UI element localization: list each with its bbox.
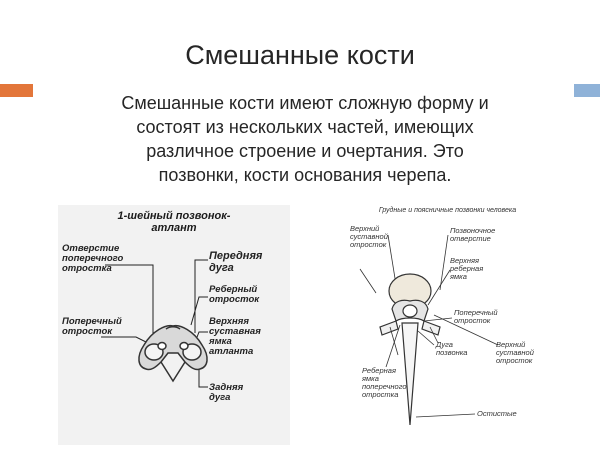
accent-bar-right <box>574 84 600 97</box>
label-vertebral-foramen: Позвоночное отверстие <box>450 226 496 243</box>
label-transverse-process-right: Поперечный отросток <box>454 308 498 325</box>
accent-bar-left <box>0 84 33 97</box>
atlas-vertebra-drawing <box>101 259 208 388</box>
label-transverse-costal-fossa: Реберная ямка поперечного отростка <box>362 366 407 399</box>
body-line: Смешанные кости имеют сложную форму и <box>121 93 489 113</box>
body-line: позвонки, кости основания черепа. <box>158 165 452 185</box>
slide-title: Смешанные кости <box>185 40 415 70</box>
atlas-figure-caption: 1-шейный позвонок- атлант <box>117 210 231 234</box>
label-superior-costal-fossa: Верхняя реберная ямка <box>450 256 484 281</box>
atlas-vertebra-figure: 1-шейный позвонок- атлант Отверстие попе… <box>58 205 290 445</box>
label-superior-articular-process: Верхний суставной отросток <box>350 224 388 249</box>
body-line: различное строение и очертания. Это <box>146 141 464 161</box>
label-superior-articular-fossa: Верхняя суставная ямка атланта <box>209 316 261 357</box>
label-vertebral-arch: Дуга позвонка <box>436 340 468 357</box>
label-superior-articular-process-2: Верхний суставной отросток <box>496 340 534 365</box>
label-transverse-foramen: Отверстие поперечного отростка <box>62 243 124 274</box>
thoracic-figure-caption: Грудные и поясничные позвонки человека <box>378 207 517 214</box>
slide-body-text: Смешанные кости имеют сложную форму и со… <box>60 91 550 187</box>
label-posterior-arch: Задняя дуга <box>209 382 244 403</box>
thoracic-vertebra-figure: Грудные и поясничные позвонки человека В… <box>340 205 555 443</box>
label-anterior-arch: Передняя дуга <box>209 250 263 274</box>
body-line: состоят из нескольких частей, имеющих <box>136 117 474 137</box>
label-transverse-process: Поперечный отросток <box>62 316 122 337</box>
label-spinous-process: Остистые <box>477 409 517 418</box>
label-costal-process: Реберный отросток <box>209 284 260 305</box>
thoracic-vertebra-drawing <box>359 234 499 426</box>
